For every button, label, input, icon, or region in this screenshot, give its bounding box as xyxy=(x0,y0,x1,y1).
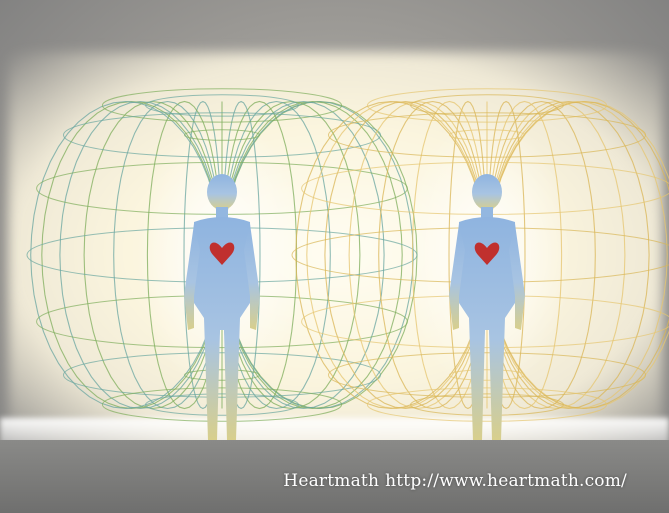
source-caption: Heartmath http://www.heartmath.com/ xyxy=(283,471,627,491)
source-url[interactable]: http://www.heartmath.com/ xyxy=(385,471,627,491)
head xyxy=(472,174,502,210)
source-name: Heartmath xyxy=(283,471,379,491)
head xyxy=(207,174,237,210)
